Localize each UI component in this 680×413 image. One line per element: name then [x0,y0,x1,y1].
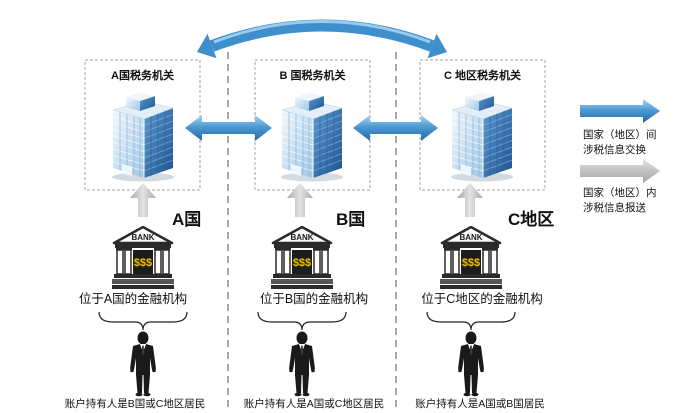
institution-caption-c: 位于C地区的金融机构 [421,292,543,306]
reporting-arrow-a [130,183,156,217]
institution-caption-a: 位于A国的金融机构 [78,292,188,306]
bank-money-c: $$$ [462,257,480,269]
region-label-c: C地区 [508,210,555,229]
region-label-b: B国 [336,210,366,229]
region-label-a: A国 [172,210,202,229]
exchange-arrow-b-c [353,115,438,141]
businessman-icon-b [289,331,315,397]
holder-brace-b [257,311,347,331]
tax-office-title-b: B 国税务机关 [279,70,346,82]
office-building-icon-b [280,92,344,182]
businessman-icon-c [458,331,484,397]
gray-right-arrow-icon [580,159,660,183]
office-building-icon-c [450,92,514,182]
legend-reporting-line1: 国家（地区）内 [583,187,657,199]
account-holder-caption-b: 账户持有人是A国或C地区居民 [243,398,385,410]
bank-money-b: $$$ [293,257,311,269]
exchange-arrow-a-c [197,19,447,59]
bank-sign-a: BANK [131,233,154,242]
holder-brace-a [98,311,188,331]
reporting-arrow-b [287,183,313,217]
bank-money-a: $$$ [134,257,152,269]
legend-reporting-line2: 涉税信息报送 [583,202,646,214]
holder-brace-c [426,311,516,331]
office-building-icon-a [111,92,175,182]
tax-office-title-a: A国税务机关 [111,70,174,82]
institution-caption-b: 位于B国的金融机构 [259,292,369,306]
blue-right-arrow-icon [580,99,660,123]
account-holder-caption-a: 账户持有人是B国或C地区居民 [64,398,206,410]
legend-exchange-line2: 涉税信息交换 [583,144,646,156]
bank-sign-c: BANK [459,233,482,242]
exchange-arrow-a-b [185,115,272,141]
account-holder-caption-c: 账户持有人是A国或B国居民 [415,398,545,410]
legend-exchange-line1: 国家（地区）间 [583,129,657,141]
reporting-arrow-c [457,183,483,217]
tax-office-title-c: C 地区税务机关 [444,70,521,82]
businessman-icon-a [130,331,156,397]
bank-sign-b: BANK [290,233,313,242]
